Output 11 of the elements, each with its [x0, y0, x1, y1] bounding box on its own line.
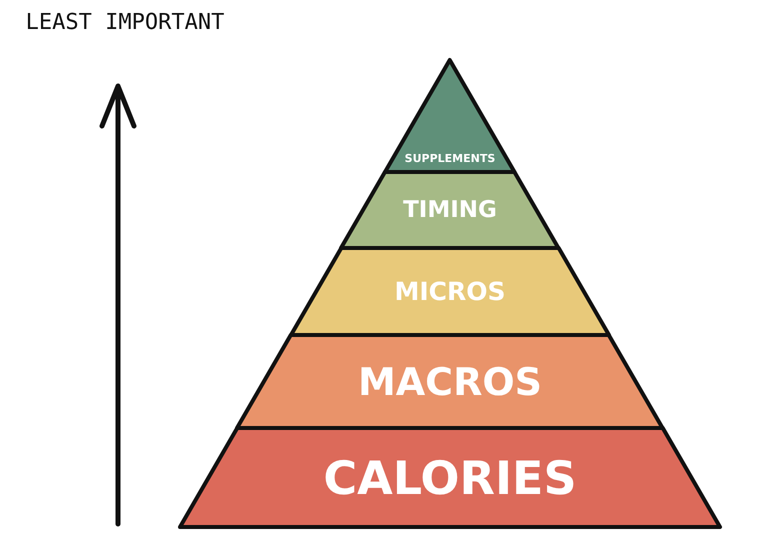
pyramid-tier: [180, 428, 720, 527]
pyramid-tier: [341, 172, 559, 248]
pyramid-tier: [291, 248, 609, 335]
tier-label: SUPPLEMENTS: [404, 153, 496, 164]
tier-label: MICROS: [394, 279, 506, 304]
tier-label: TIMING: [403, 198, 497, 222]
pyramid-tier: [385, 60, 515, 172]
pyramid-tier: [237, 335, 663, 428]
tier-label: CALORIES: [323, 454, 577, 500]
tier-label: MACROS: [358, 362, 542, 400]
axis-label: LEAST IMPORTANT: [25, 9, 225, 37]
